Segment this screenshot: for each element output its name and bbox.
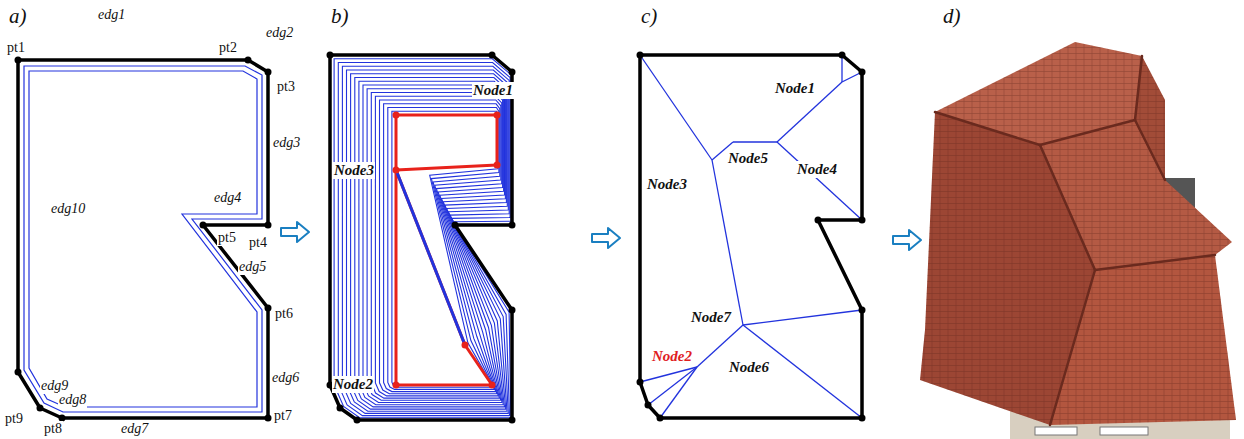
- point-label: pt5: [217, 230, 237, 246]
- process-arrow: [281, 222, 921, 250]
- point-label: pt8: [43, 421, 63, 437]
- polygon-outline: [330, 55, 512, 420]
- polygon-outline: [18, 60, 268, 418]
- wavefront-line: [375, 96, 501, 396]
- wavefront-line: [338, 63, 510, 416]
- window: [1035, 427, 1077, 435]
- wavefront-line: [384, 104, 500, 392]
- skeleton-graph: [640, 55, 862, 418]
- point-label: pt1: [6, 40, 26, 56]
- edge-label: edg7: [120, 421, 149, 437]
- node-label: Node3: [333, 162, 375, 179]
- vertex-dots: [637, 52, 866, 422]
- node-label: Node6: [728, 359, 770, 376]
- point-label: pt9: [4, 411, 24, 427]
- offset-line: [29, 71, 257, 407]
- wavefront-line: [380, 100, 501, 394]
- node-label: Node2: [651, 348, 693, 365]
- edge-label: edg6: [271, 370, 300, 386]
- panel-b-skeleton: [327, 52, 516, 424]
- point-label: pt6: [274, 306, 294, 322]
- wavefront-lines: [334, 59, 511, 418]
- wavefront-line: [351, 74, 508, 409]
- roof-ridges: [935, 56, 1215, 425]
- edge-label: edg2: [265, 25, 294, 41]
- point-label: pt3: [276, 79, 296, 95]
- node-label: Node1: [472, 82, 514, 99]
- point-label: pt2: [218, 40, 238, 56]
- roof-render: [920, 42, 1236, 439]
- wavefront-line: [392, 111, 498, 387]
- roof-tiles: [920, 42, 1236, 425]
- edge-label: edg5: [238, 259, 267, 275]
- wavefront-line: [342, 66, 509, 413]
- point-label: pt4: [248, 235, 268, 251]
- vertex-dots: [327, 52, 516, 424]
- vertex-dots: [15, 57, 272, 422]
- wavefront-line: [363, 85, 505, 403]
- polygon-outline: [640, 55, 862, 418]
- wavefront-line: [371, 93, 502, 399]
- node-label: Node5: [727, 150, 769, 167]
- panel-c-outline: [637, 52, 866, 422]
- point-label: pt7: [273, 408, 293, 424]
- wavefront-line: [347, 70, 509, 411]
- skeleton-dots: [393, 112, 501, 389]
- node-label: Node3: [646, 176, 688, 193]
- node-label: Node1: [774, 80, 816, 97]
- edge-label: edg10: [50, 201, 86, 217]
- edge-label: edg4: [213, 190, 242, 206]
- window: [1100, 427, 1148, 435]
- wavefront-line: [355, 78, 507, 407]
- skeleton-edge: [396, 170, 465, 345]
- panel-letter: a): [8, 4, 28, 29]
- skeleton-path: [396, 115, 497, 170]
- edge-label: edg1: [97, 7, 126, 23]
- wavefront-line: [367, 89, 504, 401]
- offset-line: [24, 66, 262, 412]
- node-label: Node4: [796, 161, 838, 178]
- wavefront-line: [334, 59, 511, 418]
- panel-letter: d): [942, 4, 962, 29]
- panel-a-outline: [15, 57, 272, 422]
- node-label: Node7: [690, 309, 732, 326]
- panel-letter: c): [640, 4, 658, 29]
- edge-label: edg3: [272, 135, 301, 151]
- node-label: Node2: [332, 376, 374, 393]
- wavefront-line: [359, 81, 506, 404]
- edge-label: edg8: [58, 392, 87, 408]
- panel-letter: b): [330, 4, 350, 29]
- wavefront-line: [388, 108, 499, 390]
- skeleton-path: [396, 170, 492, 385]
